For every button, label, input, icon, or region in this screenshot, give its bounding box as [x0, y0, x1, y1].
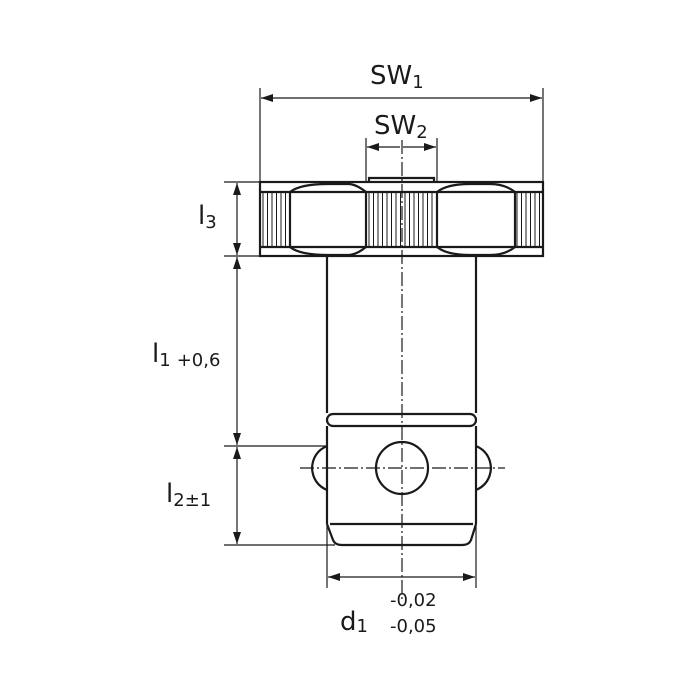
label-sw2: SW2	[374, 111, 428, 143]
side-pin-right	[475, 444, 493, 492]
label-l3: l3	[198, 201, 217, 233]
label-d1-tol-upper: -0,02	[390, 590, 437, 611]
label-d1: d1	[340, 607, 368, 637]
centerlines	[300, 140, 505, 600]
knurl-lines	[262, 193, 540, 246]
label-l2: l2±1	[166, 479, 211, 511]
label-d1-tol-lower: -0,05	[390, 616, 437, 637]
dimension-lines	[224, 88, 544, 588]
label-sw1: SW1	[370, 61, 424, 93]
label-l1: l1+0,6	[152, 339, 220, 371]
part-outline	[258, 176, 545, 547]
